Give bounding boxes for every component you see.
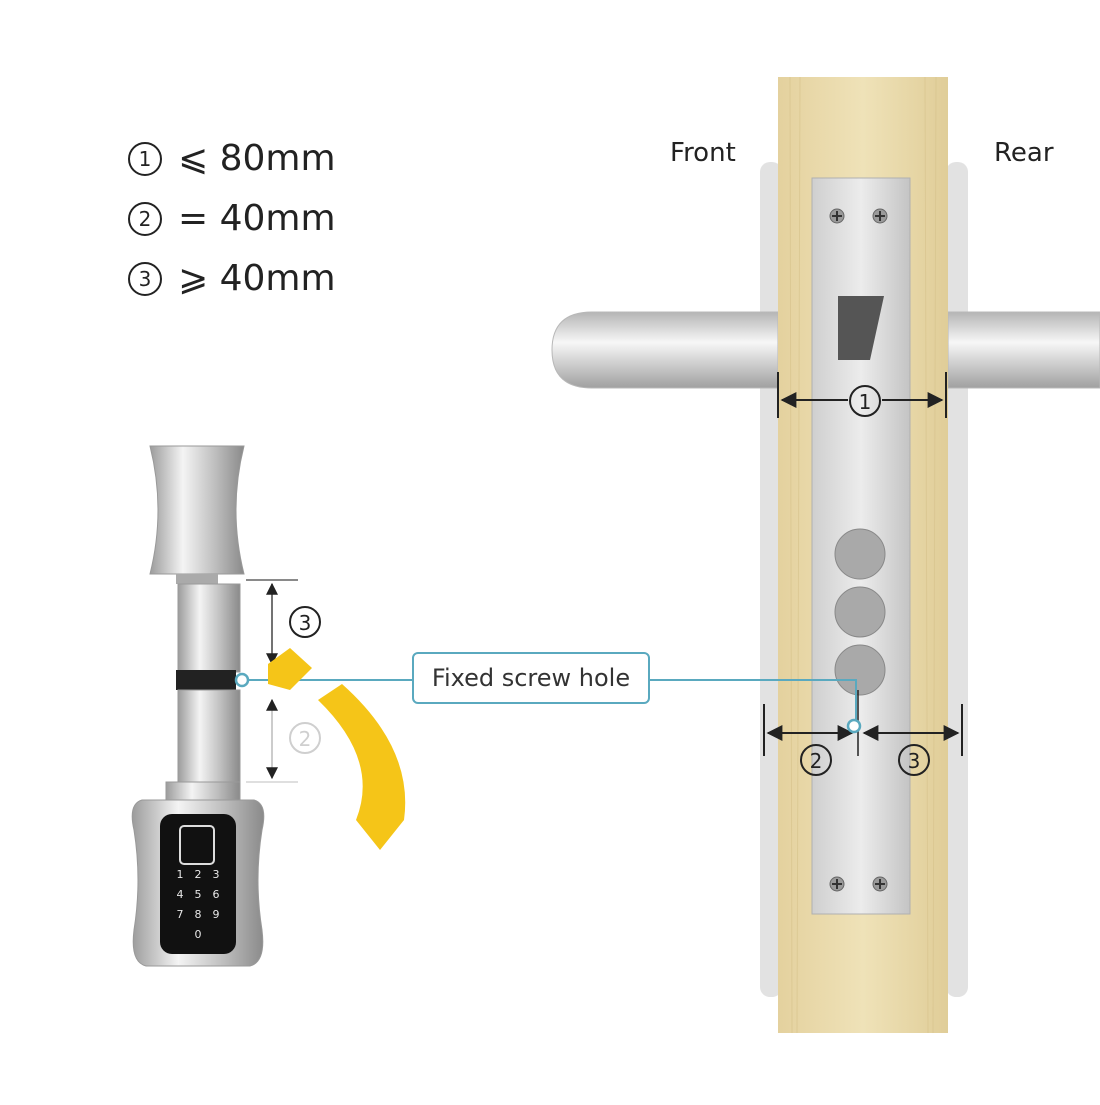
- spec-item-2: 2 = 40mm: [128, 198, 336, 239]
- keypad-key-0: 0: [195, 928, 202, 941]
- door-section: 1 2 3: [551, 76, 1100, 1034]
- keypad-key-3: 3: [213, 868, 220, 881]
- keypad-key-9: 9: [213, 908, 220, 921]
- cylinder-dimension-2-marker: [289, 722, 321, 754]
- cylinder-hole: [834, 644, 886, 696]
- cylinder-hole: [834, 528, 886, 580]
- dimension-2-number: 2: [810, 749, 823, 773]
- keypad-key-7: 7: [177, 908, 184, 921]
- fixed-screw-hole-callout: Fixed screw hole: [412, 652, 650, 704]
- keypad-key-2: 2: [195, 868, 202, 881]
- spec-number: 1: [128, 141, 162, 176]
- spec-text: ⩾ 40mm: [178, 258, 336, 299]
- cylinder-lower: [177, 689, 241, 783]
- fingerprint-icon: [179, 825, 215, 865]
- spec-number: 3: [128, 261, 162, 296]
- rear-label: Rear: [994, 138, 1054, 168]
- cam-slot: [176, 670, 236, 690]
- rotation-arrow-icon: [318, 684, 406, 850]
- wood-grain: [789, 76, 937, 1034]
- keypad-key-8: 8: [195, 908, 202, 921]
- spec-number: 2: [128, 201, 162, 236]
- rear-lever-handle-icon: [947, 311, 1100, 389]
- cylinder-hole: [834, 586, 886, 638]
- fixed-screw-hole-marker: [234, 672, 250, 688]
- keypad-key-5: 5: [195, 888, 202, 901]
- spec-text: ⩽ 80mm: [178, 138, 336, 179]
- dimension-1-number: 1: [859, 390, 872, 414]
- keypad-key-4: 4: [177, 888, 184, 901]
- cylinder-upper: [177, 583, 241, 673]
- latch-bolt: [838, 296, 884, 360]
- rear-handle-backplate: [946, 162, 968, 997]
- cylinder-dimension-3-number: 3: [299, 611, 312, 635]
- cam-rotation-tab: [268, 648, 312, 690]
- spec-item-1: 1 ⩽ 80mm: [128, 138, 336, 179]
- keypad-key-1: 1: [177, 868, 184, 881]
- dimension-2-marker: [800, 744, 832, 776]
- dimension-3-marker: [898, 744, 930, 776]
- front-label: Front: [670, 138, 736, 168]
- dimension-1-marker: [849, 385, 881, 417]
- spec-item-3: 3 ⩾ 40mm: [128, 258, 336, 299]
- thumb-knob-icon: [149, 445, 245, 575]
- cylinder-dimension-2-number: 2: [299, 727, 312, 751]
- dimension-3-number: 3: [908, 749, 921, 773]
- screw-hole-target: [846, 718, 862, 734]
- callout-leader-right: [650, 679, 857, 720]
- spec-text: = 40mm: [178, 198, 336, 239]
- cylinder-dimension-3-marker: [289, 606, 321, 638]
- keypad-key-6: 6: [213, 888, 220, 901]
- front-lever-handle-icon: [551, 311, 779, 389]
